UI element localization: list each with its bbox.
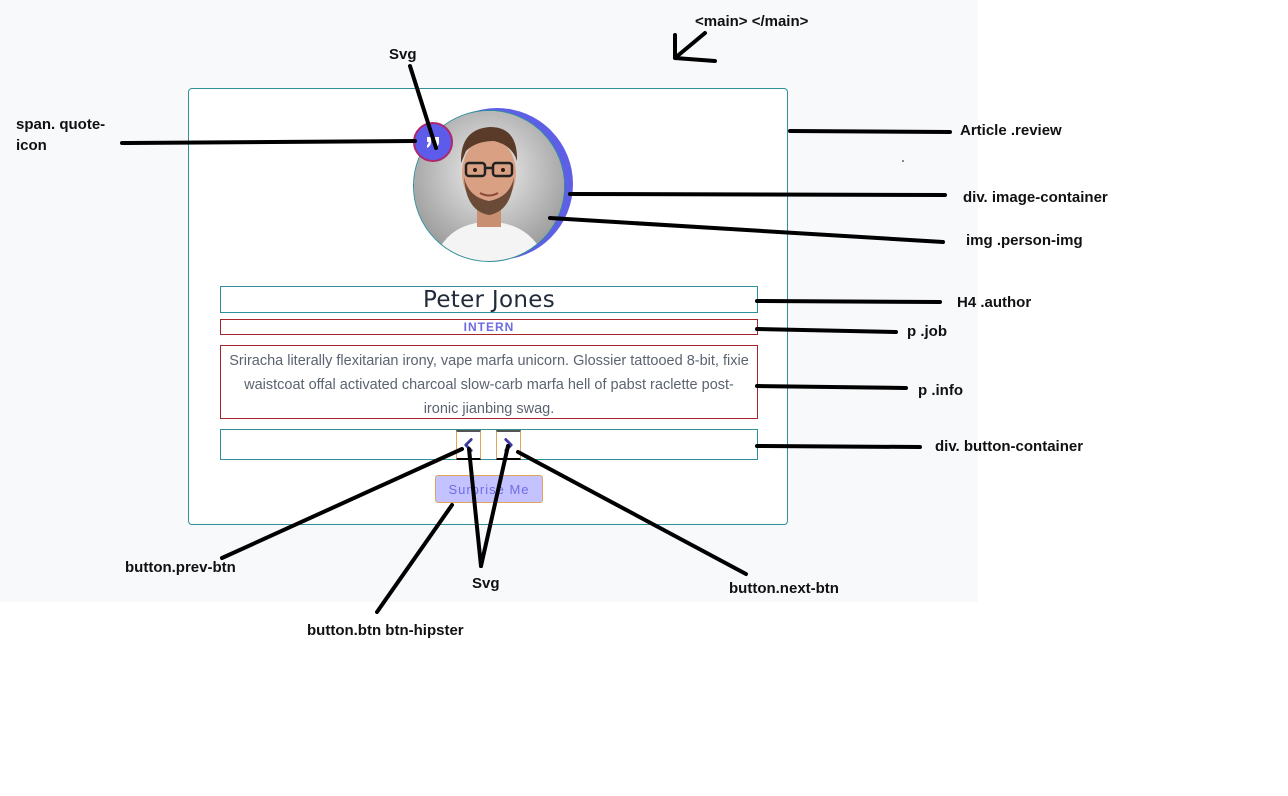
label-info: p .info	[918, 382, 963, 399]
label-article: Article .review	[960, 122, 1062, 139]
label-hipster-btn: button.btn btn-hipster	[307, 622, 464, 639]
quote-icon-svg	[427, 137, 439, 148]
quote-icon	[413, 122, 453, 162]
label-button-container: div. button-container	[935, 438, 1084, 455]
prev-button[interactable]	[456, 430, 481, 460]
next-button[interactable]	[496, 430, 521, 460]
job-title: INTERN	[220, 319, 758, 335]
chevron-left-icon	[464, 438, 473, 452]
label-image-container: div. image-container	[963, 189, 1108, 206]
chevron-right-icon	[504, 438, 513, 452]
info-paragraph: Sriracha literally flexitarian irony, va…	[220, 345, 758, 419]
surprise-me-button[interactable]: Surprise Me	[435, 475, 543, 503]
author-heading: Peter Jones	[220, 286, 758, 313]
label-prev-btn: button.prev-btn	[125, 559, 236, 576]
label-svg-top: Svg	[389, 46, 417, 63]
image-container	[413, 108, 573, 262]
label-svg-bottom: Svg	[472, 575, 500, 592]
label-author: H4 .author	[957, 294, 1032, 311]
label-job: p .job	[907, 323, 947, 340]
button-container	[220, 429, 758, 460]
label-person-img: img .person-img	[966, 232, 1083, 249]
label-next-btn: button.next-btn	[729, 580, 839, 597]
label-main: <main> </main>	[695, 13, 809, 30]
label-quote-icon: span. quote-icon	[16, 116, 106, 154]
